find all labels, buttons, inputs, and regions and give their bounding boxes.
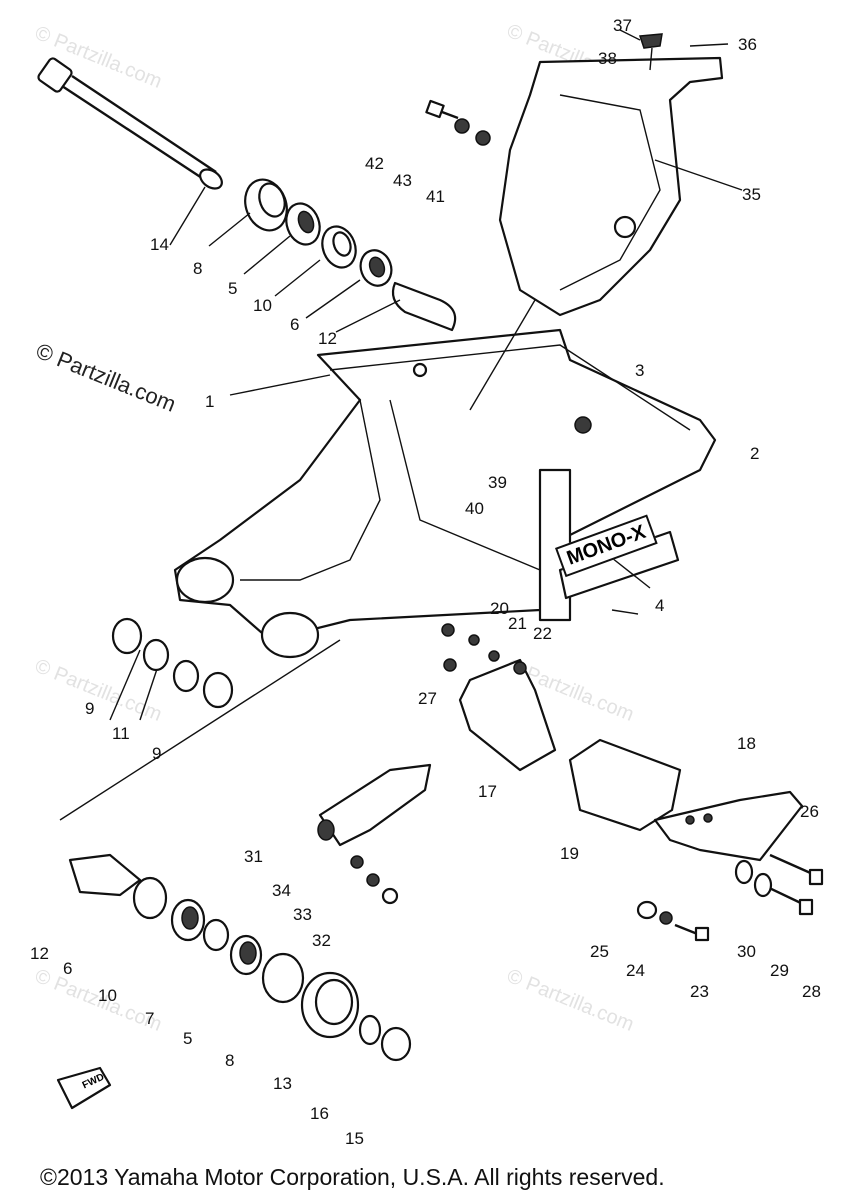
callout-38[interactable]: 38 [598, 49, 617, 68]
callout-5[interactable]: 5 [228, 279, 238, 298]
callout-17[interactable]: 17 [478, 782, 497, 801]
callout-20[interactable]: 20 [490, 599, 509, 618]
callout-42[interactable]: 42 [365, 154, 384, 173]
callout-25[interactable]: 25 [590, 942, 609, 961]
callout-37[interactable]: 37 [613, 16, 632, 35]
bolt-nut-set [425, 99, 491, 146]
callout-23[interactable]: 23 [690, 982, 709, 1001]
callout-29[interactable]: 29 [770, 961, 789, 980]
callout-10[interactable]: 10 [98, 986, 117, 1005]
callout-35[interactable]: 35 [742, 185, 761, 204]
callout-41[interactable]: 41 [426, 187, 445, 206]
callout-28[interactable]: 28 [802, 982, 821, 1001]
callout-19[interactable]: 19 [560, 844, 579, 863]
upper-bearing-stack [244, 178, 457, 332]
callout-12[interactable]: 12 [30, 944, 49, 963]
callout-10[interactable]: 10 [253, 296, 272, 315]
callout-39[interactable]: 39 [488, 473, 507, 492]
lower-left-bushings [111, 617, 234, 709]
chain-case [498, 33, 724, 317]
lower-bearing-stack [68, 853, 412, 1062]
callout-5[interactable]: 5 [183, 1029, 193, 1048]
callout-2[interactable]: 2 [750, 444, 760, 463]
callout-16[interactable]: 16 [310, 1104, 329, 1123]
callout-40[interactable]: 40 [465, 499, 484, 518]
callout-1[interactable]: 1 [205, 392, 215, 411]
callout-43[interactable]: 43 [393, 171, 412, 190]
callout-22[interactable]: 22 [533, 624, 552, 643]
callout-9[interactable]: 9 [85, 699, 95, 718]
callout-31[interactable]: 31 [244, 847, 263, 866]
arm [653, 790, 804, 862]
callout-9[interactable]: 9 [152, 744, 162, 763]
callout-34[interactable]: 34 [272, 881, 291, 900]
callout-27[interactable]: 27 [418, 689, 437, 708]
callout-36[interactable]: 36 [738, 35, 757, 54]
lower-right-hardware [636, 853, 824, 942]
bracket [441, 623, 557, 772]
fwd-arrow-icon [56, 1066, 112, 1110]
pivot-shaft [37, 57, 223, 190]
fender-piece [317, 763, 432, 905]
callout-13[interactable]: 13 [273, 1074, 292, 1093]
callout-26[interactable]: 26 [800, 802, 819, 821]
callout-6[interactable]: 6 [290, 315, 300, 334]
guard [568, 738, 682, 832]
callout-6[interactable]: 6 [63, 959, 73, 978]
callout-3[interactable]: 3 [635, 361, 645, 380]
swingarm [173, 328, 717, 659]
callout-24[interactable]: 24 [626, 961, 645, 980]
callout-12[interactable]: 12 [318, 329, 337, 348]
callout-8[interactable]: 8 [193, 259, 203, 278]
callout-30[interactable]: 30 [737, 942, 756, 961]
leader-lines [59, 29, 743, 821]
callout-11[interactable]: 11 [112, 724, 130, 743]
callout-18[interactable]: 18 [737, 734, 756, 753]
callout-7[interactable]: 7 [145, 1009, 155, 1028]
callout-15[interactable]: 15 [345, 1129, 364, 1148]
callout-33[interactable]: 33 [293, 905, 312, 924]
callout-14[interactable]: 14 [150, 235, 169, 254]
callout-21[interactable]: 21 [508, 614, 527, 633]
callout-8[interactable]: 8 [225, 1051, 235, 1070]
callout-4[interactable]: 4 [655, 596, 665, 615]
callout-32[interactable]: 32 [312, 931, 331, 950]
copyright-notice: ©2013 Yamaha Motor Corporation, U.S.A. A… [40, 1164, 665, 1190]
